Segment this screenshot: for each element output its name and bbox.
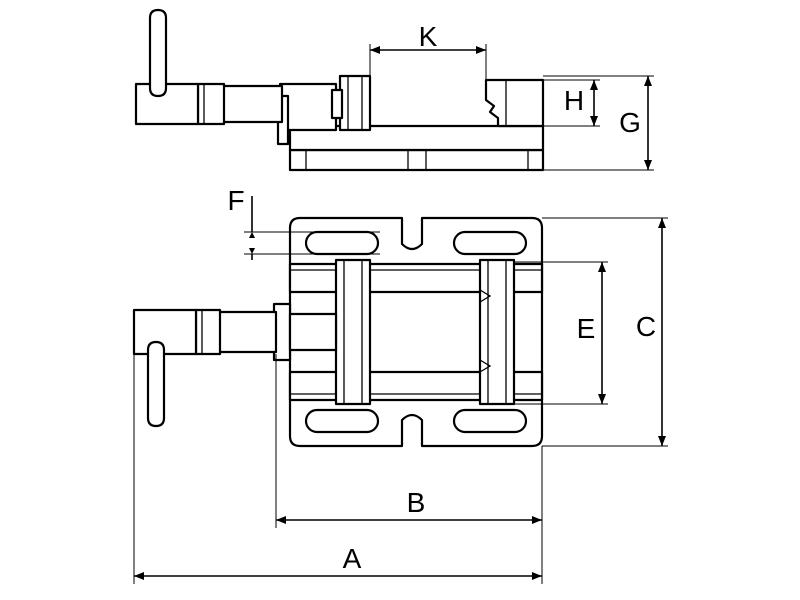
- dim-label-f: F: [227, 185, 244, 216]
- side-handle-lever: [148, 8, 168, 98]
- dim-label-k: K: [419, 21, 438, 52]
- side-fixed-jaw: [484, 78, 545, 128]
- side-view: [134, 8, 545, 172]
- side-screw-collar: [196, 82, 226, 126]
- side-screw-housing: [220, 84, 284, 124]
- dim-label-e: E: [577, 313, 596, 344]
- mounting-slot-top-right: [452, 230, 528, 256]
- plan-view: [132, 216, 544, 448]
- plan-handle-hub: [132, 308, 198, 356]
- plan-screw-collar: [194, 308, 222, 356]
- dim-label-h: H: [564, 85, 584, 116]
- side-moving-jaw: [338, 74, 372, 132]
- plan-fixed-jaw: [478, 258, 516, 406]
- side-jaw-collar: [330, 88, 344, 120]
- dim-label-a: A: [343, 543, 362, 574]
- plan-lead-screw: [288, 312, 338, 352]
- side-base-rail: [288, 148, 545, 172]
- mounting-slot-bottom-right: [452, 408, 528, 434]
- dim-label-c: C: [636, 311, 656, 342]
- dimensions: K H G F E C: [133, 21, 668, 584]
- plan-screw-housing: [216, 310, 278, 354]
- mounting-slot-bottom-left: [304, 408, 380, 434]
- dim-label-g: G: [619, 107, 641, 138]
- dim-label-b: B: [407, 487, 426, 518]
- mounting-slot-top-left: [304, 230, 380, 256]
- side-handle-hub: [134, 82, 200, 126]
- plan-moving-jaw: [334, 258, 372, 406]
- plan-handle-lever: [146, 340, 166, 428]
